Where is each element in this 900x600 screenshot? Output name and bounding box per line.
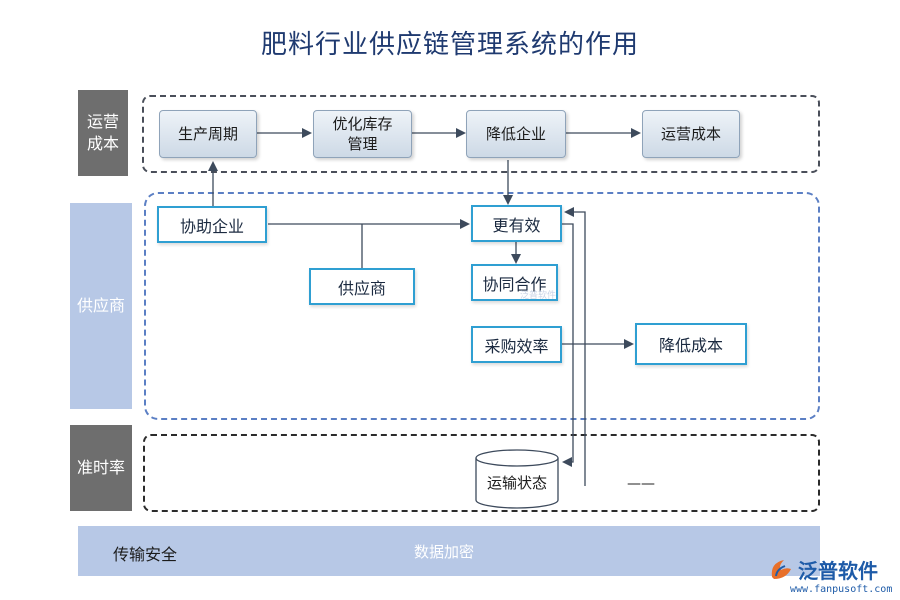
supplier-zone xyxy=(144,192,820,420)
transport-status-label: 运输状态 xyxy=(486,474,547,492)
footer-bar xyxy=(78,526,820,576)
watermark-text: 泛普软件 xyxy=(520,291,557,301)
logo-url: www.fanpusoft.com xyxy=(790,584,893,595)
logo-name: 泛普软件 xyxy=(798,559,878,583)
arrow-effective-to-transport xyxy=(562,223,574,467)
reduce-cost-box: 降低成本 xyxy=(635,323,747,365)
arrow-transport-to-effective xyxy=(564,207,586,486)
more-effective-box: 更有效 xyxy=(471,205,562,242)
production-cycle-box: 生产周期 xyxy=(159,110,257,158)
procurement-efficiency-box: 采购效率 xyxy=(471,326,562,363)
assist-enterprise-box: 协助企业 xyxy=(157,206,267,243)
collaboration-box: 协同合作 xyxy=(471,264,558,301)
side-label-ops-cost: 运营 成本 xyxy=(78,90,128,176)
page-title: 肥料行业供应链管理系统的作用 xyxy=(260,30,639,60)
reduce-enterprise-box: 降低企业 xyxy=(466,110,566,158)
punctuality-zone xyxy=(143,434,820,512)
supplier-box: 供应商 xyxy=(309,268,415,305)
side-label-supplier: 供应商 xyxy=(70,203,132,409)
ops-cost-zone xyxy=(142,95,820,173)
side-label-punctuality: 准时率 xyxy=(70,425,132,511)
fanpu-logo-icon xyxy=(771,559,791,579)
data-encryption-label: 数据加密 xyxy=(414,543,475,561)
transport-status-cylinder xyxy=(475,449,559,509)
optimize-inventory-box: 优化库存 管理 xyxy=(313,110,412,158)
ops-cost-box: 运营成本 xyxy=(642,110,740,158)
brand-logo: 泛普软件 xyxy=(768,555,878,584)
dash-mark: —— xyxy=(627,476,655,492)
transfer-security-label: 传输安全 xyxy=(113,545,178,564)
